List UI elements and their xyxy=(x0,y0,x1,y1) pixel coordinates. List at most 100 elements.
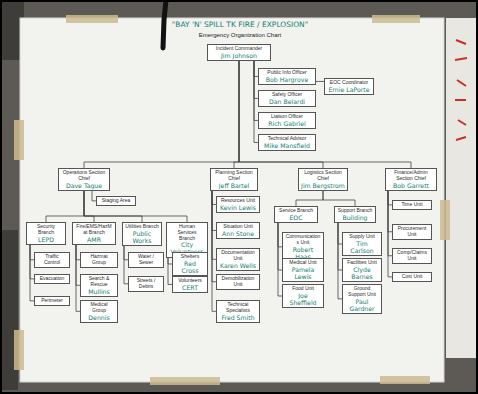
person-name: Jim Bergstrom xyxy=(301,182,345,189)
org-box: VolunteersCERT xyxy=(172,276,208,293)
org-box: Situation UnitAnn Stone xyxy=(216,222,260,239)
org-connector xyxy=(239,61,323,168)
person-name: Karen Wells xyxy=(219,262,257,269)
subtitle-text: Emergency Organization Chart xyxy=(150,32,330,39)
org-box: Service BranchEOC xyxy=(274,206,318,223)
person-name: Fred Smith xyxy=(219,314,257,321)
org-box: Demobilization Unit xyxy=(216,274,260,290)
role-text: Finance/Admin Section Chief xyxy=(388,170,434,182)
person-name: Rich Gabriel xyxy=(261,120,313,127)
org-box: Supply UnitTim Carlson xyxy=(342,232,382,256)
role-text: Service Branch xyxy=(277,208,315,214)
org-box: Utilities BranchPublic Works xyxy=(122,222,162,246)
role-text: Public Info Officer xyxy=(261,70,313,76)
role-text: Human Services Branch xyxy=(169,224,205,241)
org-box: Technical SpecialistsFred Smith xyxy=(216,300,260,323)
org-box: Search & RescueMullins xyxy=(80,274,118,297)
paper-sheet xyxy=(20,18,444,382)
role-text: Facilities Unit xyxy=(345,260,379,266)
org-box: Fire/EMS/HazMat BranchAMR xyxy=(72,222,116,245)
org-box: Documentation UnitKaren Wells xyxy=(216,248,260,271)
role-text: Hazmat Group xyxy=(83,254,115,266)
org-connector xyxy=(296,191,323,206)
role-text: Ground Support Unit xyxy=(345,286,379,298)
role-text: Documentation Unit xyxy=(219,250,257,262)
role-text: Operations Section Chief xyxy=(61,170,107,182)
org-connector xyxy=(84,191,187,222)
person-name: Mike Mansfield xyxy=(261,142,313,149)
person-name: LEPD xyxy=(29,236,63,243)
org-box: Support BranchBuilding xyxy=(334,206,376,223)
person-name: Bob Garrett xyxy=(388,182,434,189)
person-name: Bob Hargrove xyxy=(261,76,313,83)
org-box: Safety OfficerDan Belardi xyxy=(258,90,316,107)
person-name: Jim Johnson xyxy=(210,52,268,59)
org-box: Resources UnitKevin Lewis xyxy=(216,196,260,213)
role-text: Planning Section Chief xyxy=(213,170,255,182)
role-text: Resources Unit xyxy=(219,198,257,204)
role-text: Security Branch xyxy=(29,224,63,236)
role-text: Incident Commander xyxy=(210,46,268,52)
tape xyxy=(380,376,430,384)
org-box: Comp/Claims Unit xyxy=(392,248,432,264)
role-text: EOC Coordinator xyxy=(327,80,371,86)
role-text: Situation Unit xyxy=(219,224,257,230)
tape xyxy=(14,120,24,160)
person-name: Clyde Barnes xyxy=(345,266,379,280)
role-text: Medical Group xyxy=(83,302,115,314)
org-connector xyxy=(316,81,324,82)
role-text: Perimeter xyxy=(37,298,67,304)
org-connector xyxy=(239,61,411,168)
org-box: Time Unit xyxy=(392,200,432,210)
person-name: AMR xyxy=(75,236,113,243)
org-box: Procurement Unit xyxy=(392,224,432,240)
org-connector xyxy=(323,191,355,206)
role-text: Streets / Debris xyxy=(131,278,161,290)
role-text: Water / Sewer xyxy=(131,254,161,266)
org-box: Medical UnitPamela Lewis xyxy=(282,258,324,282)
org-box: Cost Unit xyxy=(392,272,432,282)
person-name: Jeff Bartel xyxy=(213,182,255,189)
person-name: Public Works xyxy=(125,230,159,244)
role-text: Liaison Officer xyxy=(261,114,313,120)
role-text: Logistics Section Chief xyxy=(301,170,345,182)
org-box: Perimeter xyxy=(34,296,70,306)
chart-subtitle: Emergency Organization Chart xyxy=(150,32,330,39)
org-box: SheltersRed Cross xyxy=(172,252,208,276)
tape xyxy=(150,377,220,385)
tape xyxy=(14,330,24,370)
org-box: Hazmat Group xyxy=(80,252,118,268)
tape xyxy=(440,200,450,240)
org-box: Public Info OfficerBob Hargrove xyxy=(258,68,316,85)
org-box: Operations Section ChiefDave Tague xyxy=(58,168,110,191)
org-box: Security BranchLEPD xyxy=(26,222,66,245)
role-text: Staging Area xyxy=(99,198,133,204)
role-text: Communications Unit xyxy=(285,234,321,246)
role-text: Fire/EMS/HazMat Branch xyxy=(75,224,113,236)
role-text: Food Unit xyxy=(285,286,321,292)
person-name: Joe Sheffield xyxy=(285,292,321,306)
title-text: "BAY 'N' SPILL TK FIRE / EXPLOSION" xyxy=(120,21,360,30)
role-text: Safety Officer xyxy=(261,92,313,98)
role-text: Shelters xyxy=(175,254,205,260)
person-name: Pamela Lewis xyxy=(285,266,321,280)
org-box: Incident CommanderJim Johnson xyxy=(207,44,271,61)
org-box: Traffic Control xyxy=(34,252,70,268)
org-box: EOC CoordinatorErnie LaPorte xyxy=(324,78,374,95)
org-box: Ground Support UnitPaul Gardner xyxy=(342,284,382,314)
org-box: Finance/Admin Section ChiefBob Garrett xyxy=(385,168,437,191)
person-name: Dave Tague xyxy=(61,182,107,189)
person-name: Paul Gardner xyxy=(345,298,379,312)
marker-strap xyxy=(163,0,166,48)
org-box: Logistics Section ChiefJim Bergstrom xyxy=(298,168,348,191)
role-text: Search & Rescue xyxy=(83,276,115,288)
org-box: Medical GroupDennis xyxy=(80,300,118,323)
org-box: Staging Area xyxy=(96,196,136,206)
org-connector xyxy=(84,191,94,222)
role-text: Demobilization Unit xyxy=(219,276,257,288)
role-text: Procurement Unit xyxy=(395,226,429,238)
role-text: Medical Unit xyxy=(285,260,321,266)
person-name: Ann Stone xyxy=(219,230,257,237)
